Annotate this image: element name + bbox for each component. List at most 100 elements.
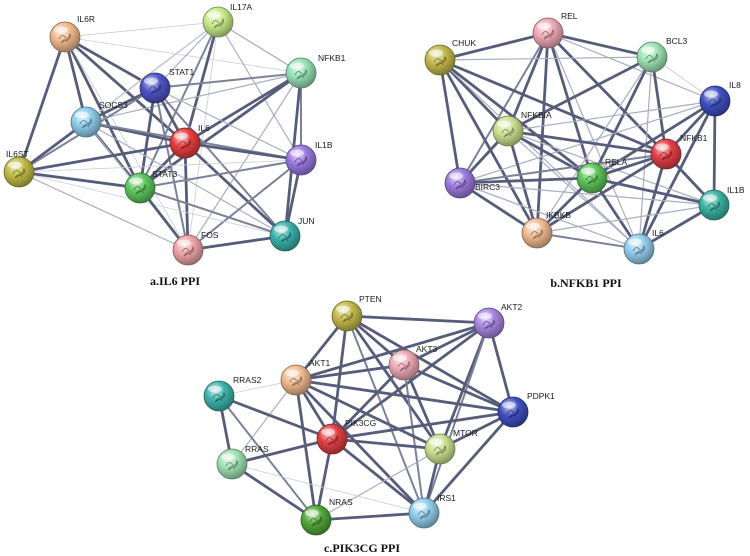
protein-structure-icon bbox=[212, 391, 226, 403]
edge-akt1-mtor bbox=[294, 378, 442, 451]
edge-nfkb1-birc3 bbox=[459, 153, 667, 184]
edge-nfkb1-il6 bbox=[637, 152, 668, 251]
sphere-highlight bbox=[285, 369, 299, 377]
protein-structure-icon bbox=[659, 149, 673, 161]
node-rel[interactable]: REL bbox=[532, 11, 578, 49]
node-nfkb1[interactable]: NFKB1 bbox=[650, 133, 708, 170]
protein-structure-icon bbox=[133, 183, 147, 195]
edge-birc3-il6 bbox=[459, 182, 640, 250]
protein-structure-icon bbox=[178, 138, 192, 150]
edge-il6-fos bbox=[183, 141, 190, 252]
protein-structure-icon bbox=[58, 32, 72, 44]
node-il8[interactable]: IL8 bbox=[699, 80, 741, 117]
node-label: NFKBIA bbox=[521, 110, 552, 120]
node-label: AKT3 bbox=[416, 344, 438, 354]
node-socs3[interactable]: SOCS3 bbox=[70, 100, 128, 138]
sphere-highlight bbox=[54, 26, 68, 34]
node-mtor[interactable]: MTOR bbox=[424, 428, 478, 465]
node-pdpk1[interactable]: PDPK1 bbox=[497, 391, 555, 428]
edge-akt2-irs1 bbox=[423, 322, 490, 514]
node-nras[interactable]: NRAS bbox=[300, 497, 353, 536]
node-akt2[interactable]: AKT2 bbox=[473, 302, 523, 339]
node-label: SOCS3 bbox=[99, 100, 128, 110]
node-label: FOS bbox=[201, 230, 219, 240]
edge-akt1-nras bbox=[294, 378, 318, 522]
protein-structure-icon bbox=[12, 167, 26, 179]
edge-stat1-stat3 bbox=[138, 86, 157, 190]
node-nfkb1[interactable]: NFKB1 bbox=[285, 53, 346, 89]
protein-structure-icon bbox=[707, 200, 721, 212]
protein-structure-icon bbox=[433, 55, 447, 67]
node-ikbkb[interactable]: IKBKB bbox=[521, 210, 571, 249]
node-il1b[interactable]: IL1B bbox=[698, 185, 745, 221]
node-label: NRAS bbox=[329, 497, 353, 507]
edge-il6st-fos bbox=[18, 171, 189, 251]
node-il6st[interactable]: IL6ST bbox=[3, 149, 35, 188]
node-label: NFKB1 bbox=[318, 53, 346, 63]
edge-nfkbia-nfkb1 bbox=[506, 129, 668, 156]
node-pik3cg[interactable]: PIK3CG bbox=[316, 418, 376, 455]
edge-bcl3-nfkb1 bbox=[650, 55, 668, 156]
node-label: MTOR bbox=[453, 428, 478, 438]
node-label: IL8 bbox=[729, 80, 741, 90]
node-label: IL6 bbox=[198, 123, 210, 133]
edge-rel-rela bbox=[546, 31, 594, 180]
edge-birc3-rela bbox=[458, 176, 594, 185]
edge-akt2-akt3 bbox=[402, 321, 491, 367]
node-il1b[interactable]: IL1B bbox=[285, 140, 333, 176]
edge-nfkb1-stat1 bbox=[154, 72, 302, 89]
edge-rel-nfkbia bbox=[506, 31, 550, 133]
protein-structure-icon bbox=[309, 515, 323, 527]
edge-il17a-fos bbox=[187, 21, 219, 251]
node-rela[interactable]: RELA bbox=[576, 157, 628, 194]
node-fos[interactable]: FOS bbox=[172, 230, 219, 266]
sphere-highlight bbox=[449, 172, 463, 180]
protein-structure-icon bbox=[211, 17, 225, 29]
protein-structure-icon bbox=[289, 375, 303, 387]
edge-nfkbia-rela bbox=[506, 129, 594, 180]
node-label: IL17A bbox=[230, 2, 253, 12]
node-akt3[interactable]: AKT3 bbox=[388, 344, 438, 381]
node-label: PTEN bbox=[359, 294, 382, 304]
sphere-highlight bbox=[526, 222, 540, 230]
node-chuk[interactable]: CHUK bbox=[424, 38, 476, 76]
node-il6[interactable]: IL6 bbox=[623, 228, 664, 265]
node-label: IL1B bbox=[315, 140, 333, 150]
node-jun[interactable]: JUN bbox=[269, 216, 315, 252]
edge-pik3cg-mtor bbox=[330, 437, 442, 451]
edge-rras-nras bbox=[230, 462, 318, 522]
node-il6[interactable]: IL6 bbox=[169, 123, 210, 159]
node-label: IRS1 bbox=[437, 493, 456, 503]
node-il6r[interactable]: IL6R bbox=[49, 14, 95, 53]
edge-il6r-stat1 bbox=[63, 35, 157, 90]
protein-structure-icon bbox=[453, 178, 467, 190]
node-irs1[interactable]: IRS1 bbox=[408, 493, 456, 529]
node-stat3[interactable]: STAT3 bbox=[124, 169, 177, 204]
node-pten[interactable]: PTEN bbox=[331, 294, 382, 332]
edge-pten-mtor bbox=[345, 314, 442, 451]
node-rras[interactable]: RRAS bbox=[216, 444, 269, 480]
sphere-highlight bbox=[704, 90, 718, 98]
node-stat1[interactable]: STAT1 bbox=[139, 67, 194, 104]
node-il17a[interactable]: IL17A bbox=[202, 2, 253, 38]
edge-akt3-akt1 bbox=[294, 363, 406, 382]
protein-structure-icon bbox=[501, 126, 515, 138]
edge-nfkb1-il6 bbox=[183, 71, 303, 145]
edge-il17a-il1b bbox=[217, 21, 302, 161]
node-birc3[interactable]: BIRC3 bbox=[444, 167, 500, 199]
sphere-highlight bbox=[497, 120, 511, 128]
edge-akt1-rras bbox=[231, 379, 297, 465]
protein-structure-icon bbox=[148, 83, 162, 95]
node-bcl3[interactable]: BCL3 bbox=[636, 36, 688, 73]
sphere-highlight bbox=[305, 509, 319, 517]
node-label: JUN bbox=[298, 216, 315, 226]
node-akt1[interactable]: AKT1 bbox=[280, 358, 331, 396]
node-nfkbia[interactable]: NFKBIA bbox=[492, 110, 552, 147]
edge-nras-irs1 bbox=[314, 511, 426, 522]
sphere-highlight bbox=[129, 177, 143, 185]
node-label: STAT1 bbox=[169, 67, 194, 77]
node-rras2[interactable]: RRAS2 bbox=[203, 375, 262, 412]
edge-chuk-birc3 bbox=[438, 58, 462, 185]
edge-il6r-il6 bbox=[63, 35, 187, 145]
